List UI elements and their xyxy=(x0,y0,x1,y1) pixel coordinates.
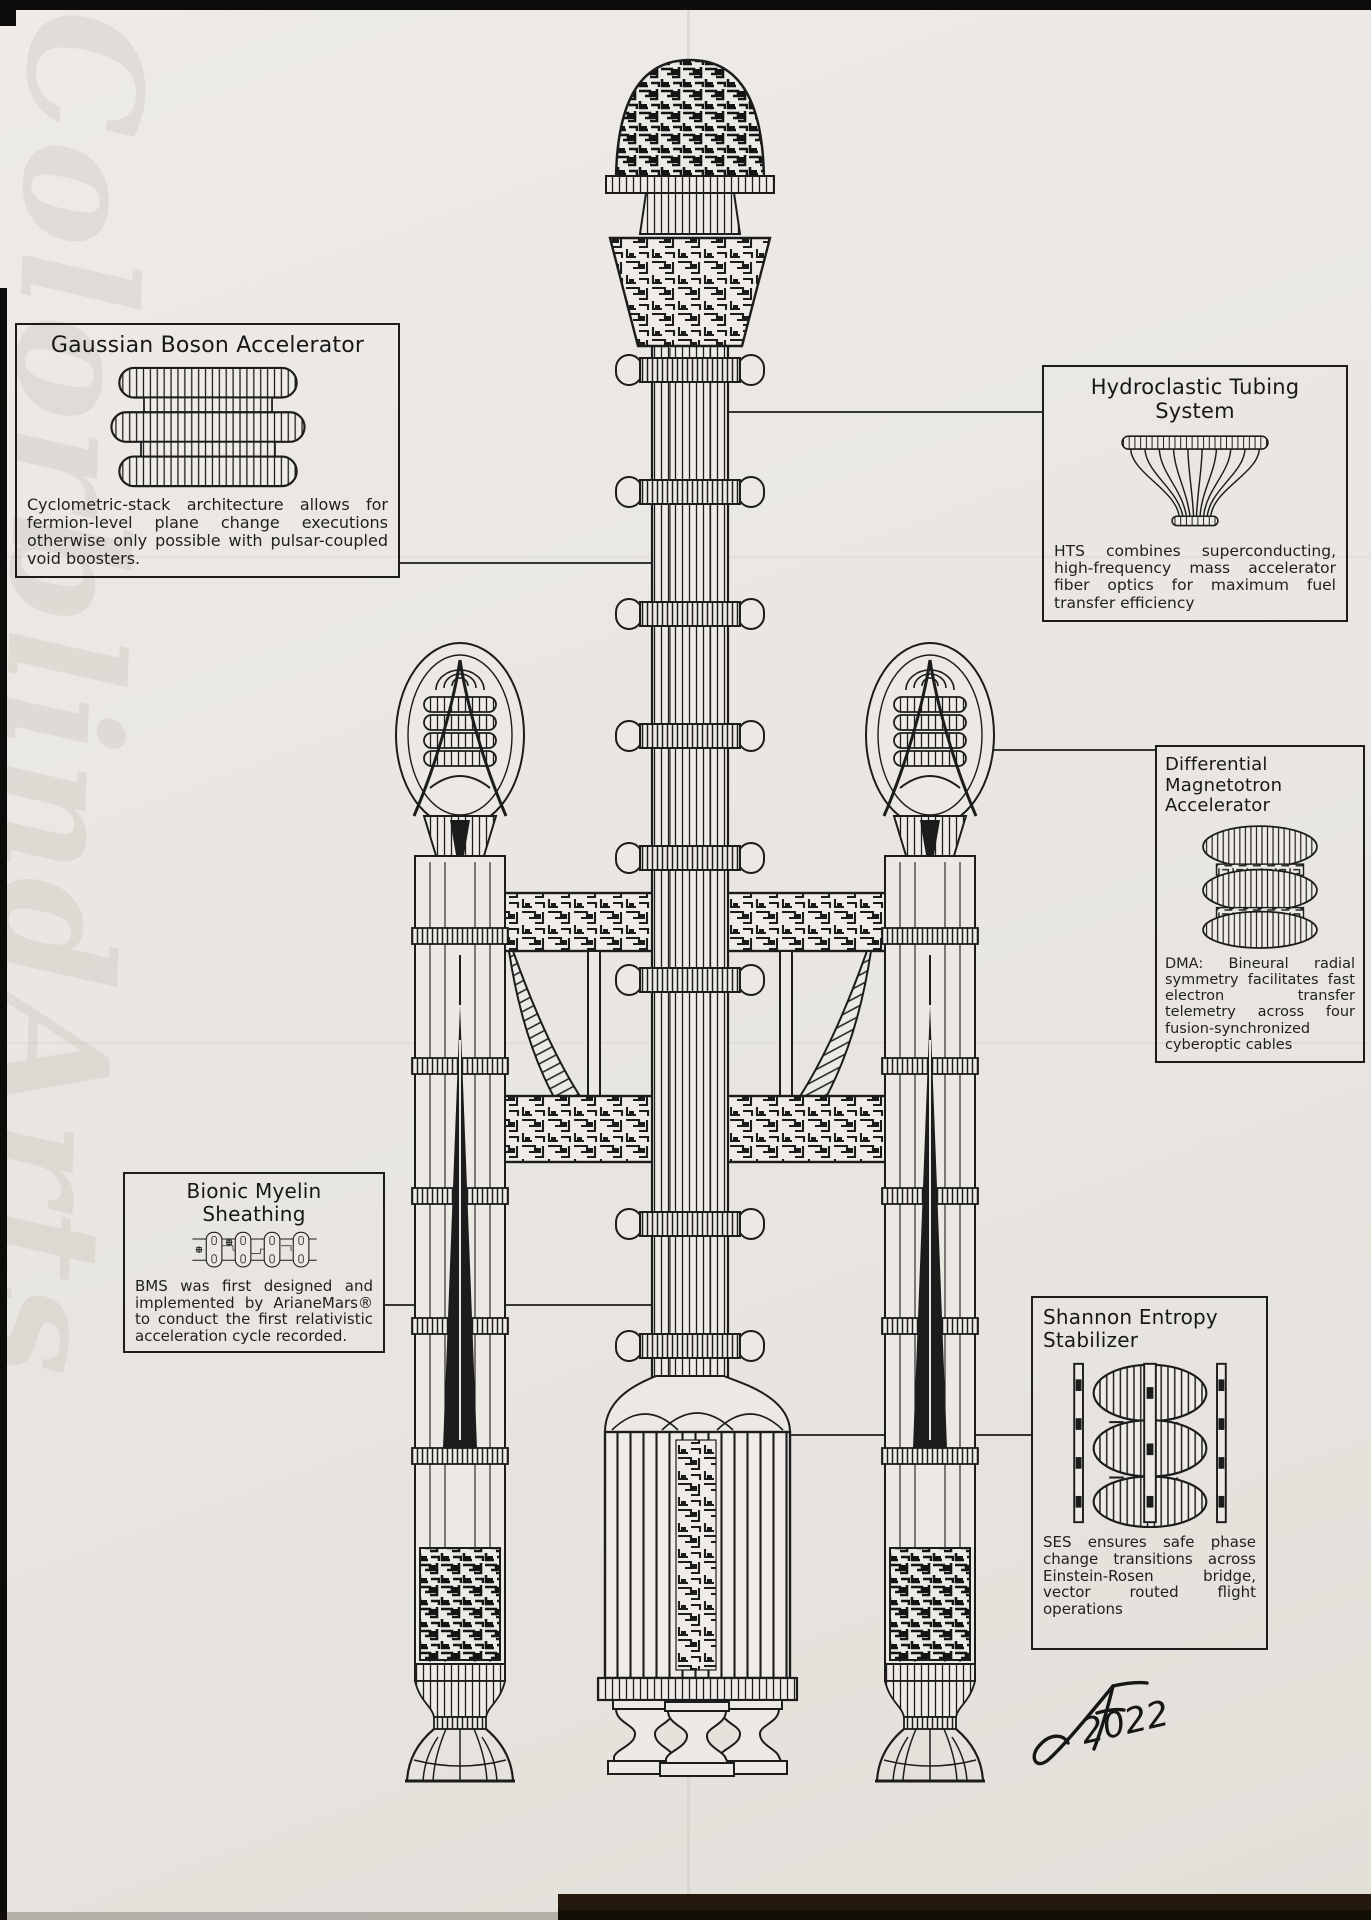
callout-box-magnetotron: Differential Magnetotron Accelerator DMA… xyxy=(1155,745,1365,1063)
right-booster-tower xyxy=(864,641,996,1783)
callout-description: Cyclometric-stack architecture allows fo… xyxy=(27,495,388,569)
entropy-stabilizer-sketch xyxy=(1072,1362,1227,1528)
central-spine-column xyxy=(615,342,765,1382)
callout-box-gaussian: Gaussian Boson Accelerator Cyclometric-s… xyxy=(15,323,400,578)
callout-title: Bionic Myelin Sheathing xyxy=(186,1179,322,1226)
photo-edge-top-left xyxy=(0,0,16,26)
photo-edge-top xyxy=(0,0,1371,10)
callout-box-shannon: Shannon Entropy Stabilizer xyxy=(1031,1296,1268,1650)
photo-edge-bottom-right-dark xyxy=(558,1910,1371,1920)
callout-box-myelin: Bionic Myelin Sheathing xyxy=(123,1172,385,1353)
callout-title: Hydroclastic Tubing System xyxy=(1090,375,1300,424)
callout-description: DMA: Bineural radial symmetry facilitate… xyxy=(1165,955,1355,1053)
photo-edge-left xyxy=(0,288,7,1920)
magnetotron-torus-stack-sketch xyxy=(1202,825,1318,949)
head-dome xyxy=(605,58,775,348)
callout-box-hydroclastic: Hydroclastic Tubing System HTS combines … xyxy=(1042,365,1348,622)
signature-year: 2022 xyxy=(1077,1694,1173,1753)
callout-title: Shannon Entropy Stabilizer xyxy=(1043,1305,1218,1352)
signature-monogram xyxy=(1032,1680,1149,1766)
photo-edge-bottom xyxy=(0,1912,558,1920)
callout-description: BMS was first designed and implemented b… xyxy=(135,1276,373,1346)
callout-description: HTS combines superconducting, high-frequ… xyxy=(1054,541,1336,612)
engine-bell xyxy=(596,1375,799,1777)
myelin-sheath-sketch xyxy=(191,1231,317,1268)
tubing-funnel-sketch xyxy=(1121,435,1269,527)
callout-description: SES ensures safe phase change transition… xyxy=(1043,1533,1256,1619)
callout-connectors xyxy=(385,411,1155,1436)
callout-title: Gaussian Boson Accelerator xyxy=(50,333,365,358)
left-booster-tower xyxy=(394,641,526,1783)
stacked-accelerator-sketch xyxy=(109,367,306,488)
callout-title: Differential Magnetotron Accelerator xyxy=(1165,754,1283,817)
signature: 2022 xyxy=(1032,1680,1173,1766)
